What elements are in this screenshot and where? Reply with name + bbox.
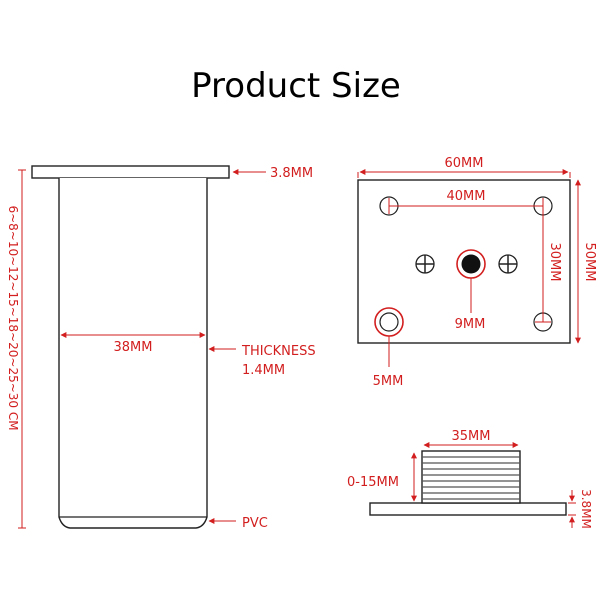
adjuster-threads <box>422 456 520 500</box>
screw-hole-label: 5MM <box>373 374 404 389</box>
leg-foot-material-label: PVC <box>242 516 268 531</box>
plate-width-label: 60MM <box>445 156 484 171</box>
leg-plate-thickness-label: 3.8MM <box>270 166 313 181</box>
hole-spacing-y-label: 30MM <box>547 243 562 282</box>
plate-height-label: 50MM <box>582 243 597 282</box>
adjuster-thread-body <box>421 450 521 504</box>
leg-wall-thickness-label-1: THICKNESS <box>241 344 316 359</box>
leg-height-label: 6~8~10~12~15~18~20~25~30 CM <box>6 205 20 430</box>
leg-side-view <box>31 165 230 529</box>
adjust-range-label: 0-15MM <box>347 475 399 490</box>
cross-screw-left-icon <box>415 254 435 274</box>
leg-diameter-label: 38MM <box>114 340 153 355</box>
leg-wall-thickness-label-2: 1.4MM <box>242 363 285 378</box>
cross-screw-right-icon <box>498 254 518 274</box>
center-hole-label: 9MM <box>455 317 486 332</box>
leg-top-plate <box>31 165 230 179</box>
adjuster-base-plate <box>369 502 567 516</box>
adjuster-thickness-label: 3.8MM <box>579 489 593 529</box>
thread-width-label: 35MM <box>452 429 491 444</box>
hole-spacing-x-label: 40MM <box>447 189 486 204</box>
leg-tube <box>58 178 208 529</box>
center-bolt-hole <box>461 254 481 274</box>
adjuster-side-view <box>369 450 567 516</box>
page-title: Product Size <box>191 66 401 106</box>
screw-hole-bottom-left <box>379 312 399 332</box>
